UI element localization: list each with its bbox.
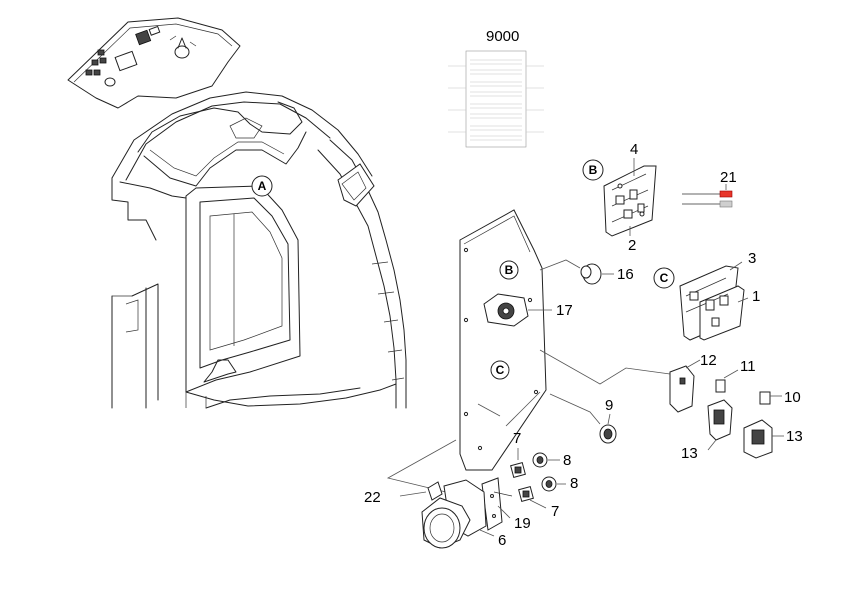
buzzer-16: 16: [539, 259, 634, 285]
part-number-7-lower: 7: [551, 503, 559, 520]
cooling-fan-17: 17: [483, 293, 573, 327]
circuit-board-b: B 4 2: [582, 141, 657, 254]
part-number-10: 10: [784, 389, 801, 406]
fuse-holder-left: 11 13: [681, 358, 756, 462]
assembly-leader-lines: [386, 349, 671, 493]
detail-letter-c-plate: C: [496, 363, 505, 377]
part-number-6: 6: [498, 532, 506, 549]
detail-letter-b-plate: B: [505, 263, 514, 277]
part-number-11: 11: [740, 358, 756, 375]
part-number-8-upper: 8: [563, 452, 571, 469]
detail-letter-b-board: B: [589, 163, 598, 177]
body-shell: [111, 91, 407, 409]
part-number-12: 12: [700, 352, 717, 369]
part-number-4: 4: [630, 141, 638, 158]
parts-list-document: 9000: [448, 28, 544, 148]
part-number-3: 3: [748, 250, 756, 267]
part-number-17: 17: [556, 302, 573, 319]
switch-7-8-upper: 7 8: [510, 430, 571, 478]
detail-letter-c-board: C: [660, 271, 669, 285]
part-number-22: 22: [364, 489, 381, 506]
part-number-2: 2: [628, 237, 636, 254]
part-number-13-left: 13: [681, 445, 698, 462]
grommet-9: 9: [599, 397, 617, 444]
mounting-plate: B C: [459, 209, 547, 471]
part-number-1: 1: [752, 288, 760, 305]
detail-letter-a: A: [258, 179, 267, 193]
part-number-21: 21: [720, 169, 737, 186]
detail-callout-a: A: [251, 175, 273, 197]
motor-assembly: 22 19 6: [364, 477, 531, 549]
part-number-8-lower: 8: [570, 475, 578, 492]
circuit-board-c: C 3 1: [653, 250, 760, 341]
fuse-wires-21: 21: [682, 169, 737, 208]
part-number-16: 16: [617, 266, 634, 283]
label-9000: 9000: [486, 28, 519, 45]
part-number-13-right: 13: [786, 428, 803, 445]
fuse-holder-right: 10 13: [743, 389, 803, 459]
part-number-19: 19: [514, 515, 531, 532]
control-panel: [67, 17, 241, 109]
part-number-9: 9: [605, 397, 613, 414]
bracket-12: 12: [669, 352, 717, 413]
part-number-7-upper: 7: [513, 430, 521, 447]
switch-7-8-lower: 7 8: [518, 475, 578, 520]
